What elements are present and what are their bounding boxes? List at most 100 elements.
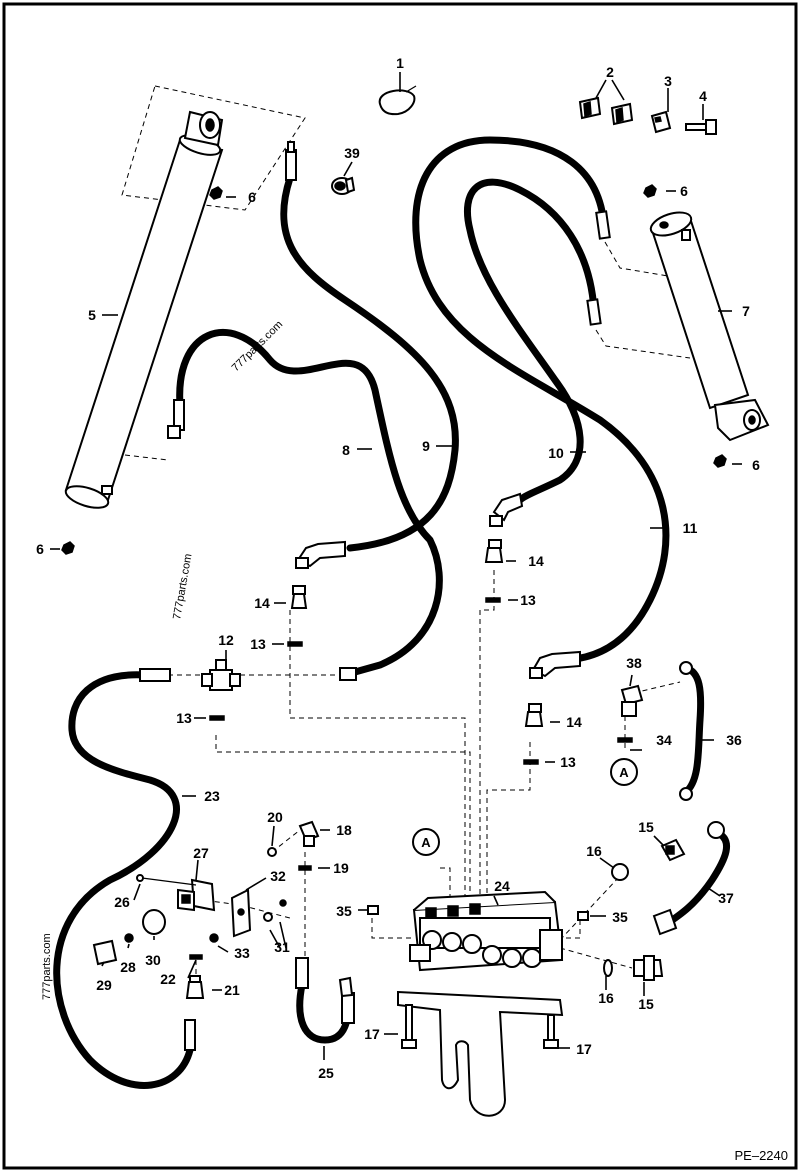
callout-23: 23 <box>204 788 220 804</box>
adapter-fitting <box>484 539 504 563</box>
watermark: 777parts.com <box>171 553 194 621</box>
callout-35: 35 <box>336 903 352 919</box>
bolt-17 <box>401 1004 417 1049</box>
o-ring <box>287 641 303 647</box>
callout-28: 28 <box>120 959 136 975</box>
hose-9 <box>280 141 459 552</box>
callout-17: 17 <box>364 1026 380 1042</box>
callout-20: 20 <box>267 809 283 825</box>
callout-13: 13 <box>176 710 192 726</box>
callout-4: 4 <box>699 88 707 104</box>
callout-30: 30 <box>145 952 161 968</box>
callout-12: 12 <box>218 632 234 648</box>
callout-16: 16 <box>586 843 602 859</box>
watermark: 777parts.com <box>41 933 53 1000</box>
left-hydraulic-cylinder <box>64 110 224 509</box>
elbow-fitting-11 <box>529 650 581 679</box>
o-ring <box>523 759 539 765</box>
callout-21: 21 <box>224 982 240 998</box>
hose-11 <box>412 136 670 664</box>
callout-34: 34 <box>656 732 672 748</box>
adapter-fitting <box>290 585 308 609</box>
callout-19: 19 <box>333 860 349 876</box>
o-ring-19 <box>298 865 312 871</box>
elbow-fitting-8 <box>295 540 346 569</box>
nut-28 <box>124 933 134 943</box>
fitting-38 <box>620 684 644 717</box>
washers-31 <box>263 899 287 922</box>
callout-13: 13 <box>250 636 266 652</box>
figure-code: PE–2240 <box>735 1148 789 1163</box>
callout-3: 3 <box>664 73 672 89</box>
tee-fitting <box>201 659 357 691</box>
callout-14: 14 <box>254 595 270 611</box>
callout-16: 16 <box>598 990 614 1006</box>
callout-6: 6 <box>248 189 256 205</box>
connection-marker-a: A <box>610 758 638 786</box>
fitting-15 <box>633 955 664 981</box>
bolt <box>685 119 717 135</box>
plate <box>650 110 672 134</box>
o-ring <box>617 737 633 743</box>
callout-13: 13 <box>560 754 576 770</box>
hose-8 <box>167 329 443 676</box>
washer-20 <box>267 847 277 857</box>
elbow-fitting-10 <box>489 492 524 527</box>
o-ring-22 <box>189 954 203 960</box>
callout-22: 22 <box>160 971 176 987</box>
callout-6: 6 <box>36 541 44 557</box>
callout-15: 15 <box>638 996 654 1012</box>
washer-16 <box>611 863 629 881</box>
callout-24: 24 <box>494 878 510 894</box>
callout-17: 17 <box>576 1041 592 1057</box>
hose-25 <box>295 957 355 1044</box>
callout-7: 7 <box>742 303 750 319</box>
disc-30 <box>142 909 166 935</box>
callout-26: 26 <box>114 894 130 910</box>
callout-39: 39 <box>344 145 360 161</box>
callout-labels: 1 2 3 4 5 6 6 6 6 7 8 9 10 11 12 13 13 1… <box>36 55 760 1081</box>
callout-14: 14 <box>528 553 544 569</box>
cap-29 <box>92 939 118 966</box>
svg-text:A: A <box>619 765 629 780</box>
callout-27: 27 <box>193 845 209 861</box>
valve-body-27 <box>177 878 216 912</box>
tube-37 <box>652 821 730 936</box>
callout-35: 35 <box>612 909 628 925</box>
screw-33 <box>209 933 219 943</box>
grease-fitting <box>209 186 223 200</box>
bolt-26 <box>136 874 197 886</box>
nut-35 <box>577 911 589 921</box>
callout-9: 9 <box>422 438 430 454</box>
callout-10: 10 <box>548 445 564 461</box>
adapter-fitting <box>524 703 544 727</box>
grease-fitting <box>61 541 75 555</box>
callout-36: 36 <box>726 732 742 748</box>
callout-15: 15 <box>638 819 654 835</box>
fitting-15 <box>660 838 686 862</box>
tube-36 <box>679 661 705 801</box>
hose-clamp <box>378 85 417 116</box>
callout-25: 25 <box>318 1065 334 1081</box>
svg-text:A: A <box>421 835 431 850</box>
fitting-21 <box>185 975 205 999</box>
callout-6: 6 <box>752 457 760 473</box>
callout-13: 13 <box>520 592 536 608</box>
grease-fitting <box>713 454 727 468</box>
bracket-32 <box>230 888 252 938</box>
callout-2: 2 <box>606 64 614 80</box>
clamp-block <box>578 96 634 126</box>
leader-lines <box>50 72 742 1060</box>
callout-29: 29 <box>96 977 112 993</box>
fitting-39 <box>331 176 356 195</box>
o-ring <box>209 715 225 721</box>
nut-35 <box>367 905 379 915</box>
connection-marker-a: A <box>412 828 440 856</box>
callout-8: 8 <box>342 442 350 458</box>
callout-5: 5 <box>88 307 96 323</box>
callout-11: 11 <box>683 520 698 536</box>
callout-1: 1 <box>396 55 404 71</box>
callout-38: 38 <box>626 655 642 671</box>
